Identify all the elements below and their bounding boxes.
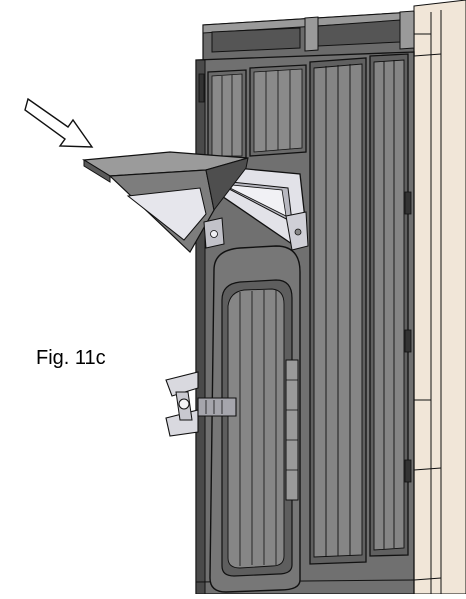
fold-out-shelf xyxy=(82,151,309,253)
container-top-rail xyxy=(202,10,415,61)
figure-label: Fig. 11c xyxy=(36,347,106,369)
container-side-face xyxy=(413,0,466,595)
door-frame xyxy=(209,245,301,593)
door-latch xyxy=(165,371,237,437)
direction-arrow-icon xyxy=(24,97,94,148)
